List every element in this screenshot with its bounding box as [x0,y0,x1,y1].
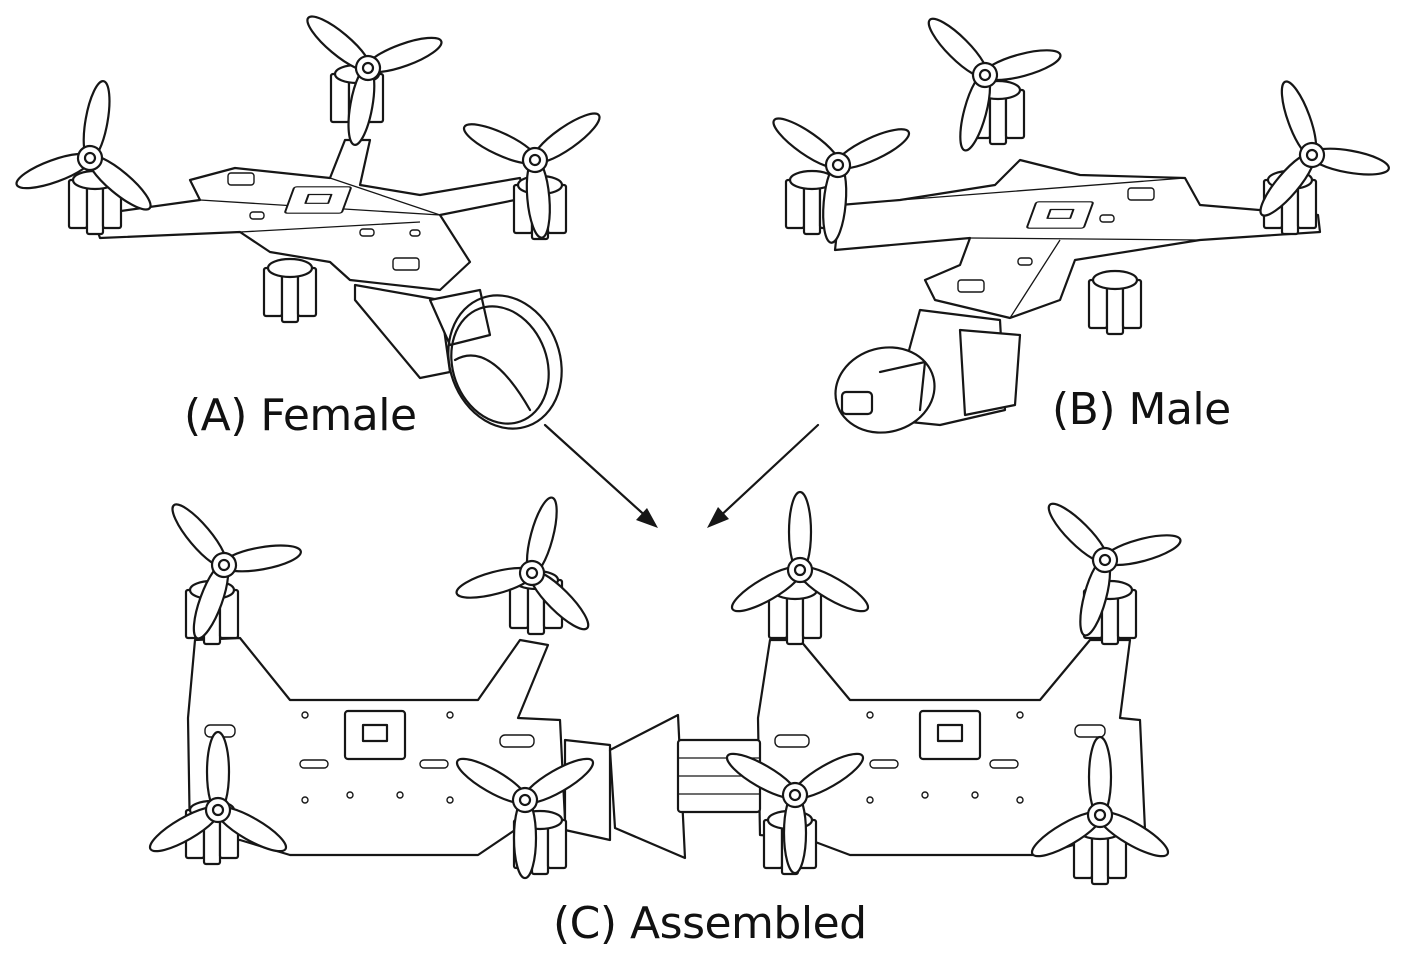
label-female: (A) Female [184,390,417,441]
assembled-right-flight-controller [918,709,982,761]
assembled-left-holes [204,711,535,804]
female-motor-front-left [262,257,318,324]
female-docking-cone [353,283,563,430]
female-drone [8,0,642,430]
assembled-drones [143,468,1201,889]
female-hole-pattern [227,172,421,271]
assembled-right-holes [774,711,1106,804]
assembled-left-flight-controller [343,709,407,761]
female-prop-front-right [452,54,642,249]
assembled-docking-joint [563,713,762,860]
female-flight-controller [283,185,353,215]
label-assembled: (C) Assembled [553,898,867,949]
male-hole-pattern [957,187,1155,293]
label-male: (B) Male [1052,384,1231,435]
arrow-male-to-assembled [707,423,820,528]
male-motor-front-left [1087,269,1143,336]
male-flight-controller [1025,200,1095,230]
arrow-female-to-assembled [543,423,658,528]
male-docking-probe [834,308,1022,434]
male-drone [731,0,1399,434]
